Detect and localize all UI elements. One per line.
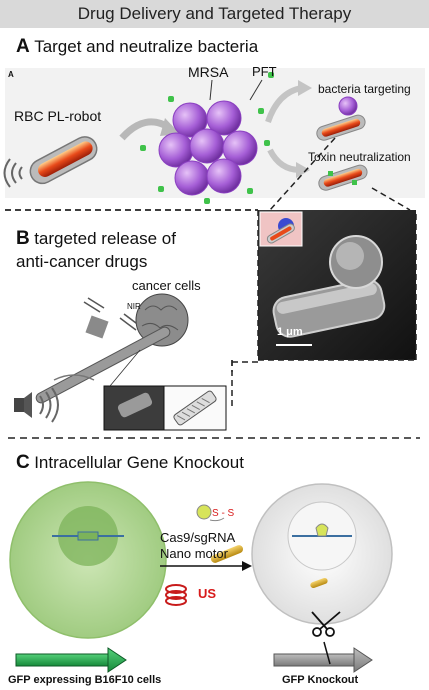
targeting-label: bacteria targeting [318, 82, 411, 96]
panel-a-letter: A [16, 36, 30, 57]
anti-cancer-rod [35, 326, 171, 404]
cancer-label: cancer cells [132, 278, 201, 293]
panel-c-title: Intracellular Gene Knockout [34, 453, 244, 472]
panel-a-corner-mark: A [8, 70, 14, 79]
panel-c-letter: C [16, 452, 30, 473]
ss-label: S - S [212, 508, 235, 519]
panel-a-heading: A Target and neutralize bacteria [16, 36, 258, 58]
drug-particle-icon [83, 297, 109, 339]
ultrasound-coil-icon [165, 584, 187, 606]
robot-label: RBC PL-robot [14, 108, 102, 124]
toxin-label: Toxin neutralization [308, 150, 411, 164]
pft-leader-line [249, 79, 263, 101]
targeting-robot [316, 114, 366, 141]
nano-motor-icon [210, 545, 244, 563]
panel-c-heading: C Intracellular Gene Knockout [16, 452, 244, 474]
nir-label: NIR [127, 302, 141, 311]
panel-b-letter: B [16, 228, 30, 249]
neutralization-robot [318, 164, 368, 191]
motor-in-cell [310, 577, 328, 589]
ultrasound-waves-icon [3, 158, 23, 188]
panel-b-heading: B targeted release of [16, 228, 176, 250]
header-banner [0, 0, 429, 28]
sem-rod [272, 278, 386, 338]
left-caption: GFP expressing B16F10 cells [8, 674, 162, 686]
panel-b-title-line1: targeted release of [34, 229, 176, 248]
rbc-robot-rod [29, 136, 98, 185]
scissors-icon [311, 611, 341, 637]
panel-a-title: Target and neutralize bacteria [34, 37, 259, 56]
panel-b-title-line2: anti-cancer drugs [16, 252, 148, 271]
gfp-gene-arrow [15, 653, 109, 667]
targeted-bacterium [338, 96, 358, 116]
sgrna-icon [196, 504, 212, 520]
knockout-gene-arrow [273, 653, 355, 667]
pft-toxins [140, 72, 274, 204]
pft-label: PFT [252, 64, 277, 79]
us-label: US [198, 586, 217, 601]
banner-title: Drug Delivery and Targeted Therapy [77, 4, 352, 23]
zoom-line-right [371, 187, 411, 211]
mrsa-label: MRSA [188, 64, 229, 80]
right-caption: GFP Knockout [282, 674, 359, 686]
scale-bar-label: 1 μm [277, 326, 303, 338]
cas9-label-line2: Nano motor [160, 546, 228, 561]
zoom-line-left [269, 137, 336, 211]
panel-b-waves [39, 387, 59, 423]
mrsa-cluster [158, 100, 258, 196]
panel-b-dashed-border [5, 209, 417, 372]
cas9-label-line1: Cas9/sgRNA [160, 530, 236, 545]
mrsa-leader-line [209, 79, 213, 101]
ultrasound-source-icon [14, 392, 32, 418]
